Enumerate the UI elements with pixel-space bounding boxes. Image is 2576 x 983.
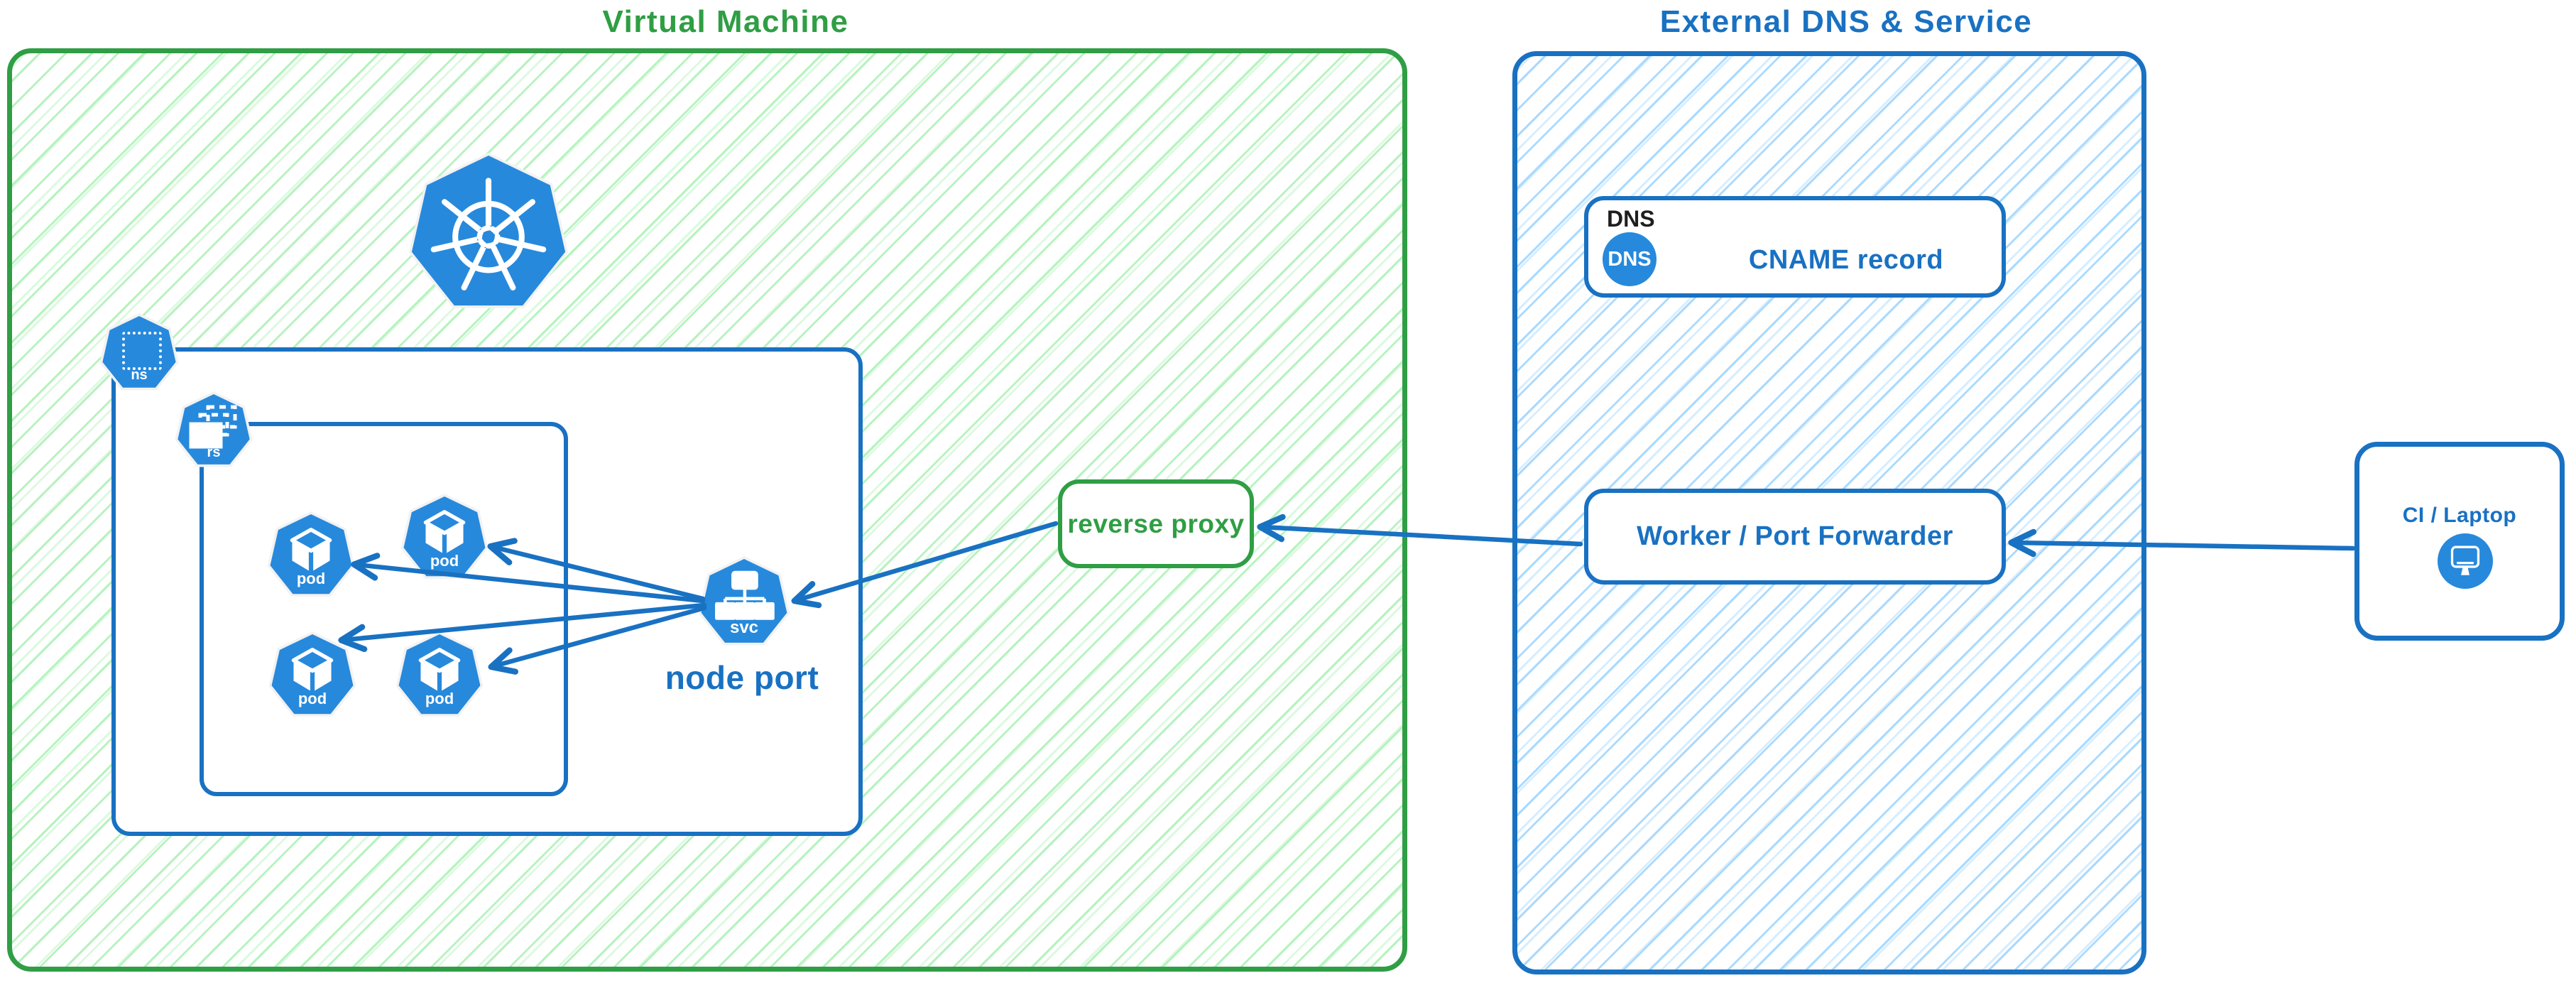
pod-label: pod: [298, 690, 327, 707]
pod-icon: pod: [395, 631, 484, 717]
reverse-proxy-box: [1058, 479, 1254, 568]
laptop-icon: [2438, 533, 2493, 589]
namespace-badge-icon: ns: [99, 313, 179, 391]
dns-card: [1584, 196, 2006, 298]
pod-label: pod: [296, 570, 326, 587]
dns-icon: DNS: [1603, 232, 1657, 286]
node-port-label: node port: [665, 659, 819, 696]
replicaset-badge-icon: rs: [175, 391, 253, 467]
pod-label: pod: [425, 690, 454, 707]
vm-group-title: Virtual Machine: [602, 4, 849, 39]
client-label: CI / Laptop: [2402, 504, 2517, 527]
worker-card: [1584, 489, 2006, 585]
pod-icon: pod: [267, 511, 355, 597]
pod-icon: pod: [268, 631, 356, 717]
replicaset-box: [200, 422, 568, 796]
external-group-title: External DNS & Service: [1659, 4, 2033, 39]
kubernetes-logo-icon: [408, 153, 569, 308]
service-badge-icon: svc: [698, 556, 790, 646]
replicaset-badge-label: rs: [207, 445, 221, 460]
dns-corner-tag: DNS: [1607, 206, 1655, 232]
worker-label: Worker / Port Forwarder: [1637, 521, 1953, 551]
service-badge-label: svc: [729, 618, 759, 637]
cname-record-label: CNAME record: [1748, 244, 1944, 275]
namespace-badge-label: ns: [131, 367, 148, 383]
reverse-proxy-label: reverse proxy: [1067, 509, 1245, 538]
